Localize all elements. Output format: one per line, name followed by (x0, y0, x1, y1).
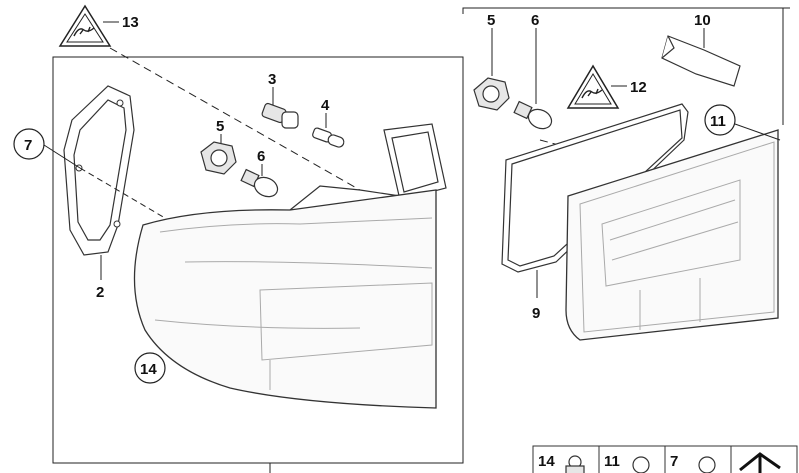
callout-9: 9 (532, 305, 540, 322)
dashed-link-7a (79, 167, 166, 219)
callout-6b: 6 (531, 12, 539, 29)
callout-4: 4 (321, 97, 330, 114)
left-frame (52, 56, 464, 464)
bulb-part-right (513, 100, 553, 130)
thumb-11-box (598, 445, 666, 473)
right-frame (462, 7, 784, 125)
callout-14a: 14 (140, 361, 157, 378)
callout-10: 10 (694, 12, 711, 29)
lamp-socket-part (200, 141, 237, 175)
bulb-socket-part (261, 102, 299, 129)
callout-2: 2 (96, 284, 104, 301)
callout-5a: 5 (216, 118, 224, 135)
footer-callout-11: 11 (604, 453, 620, 470)
footer-callout-7: 7 (670, 453, 678, 470)
leader-7a (43, 144, 81, 169)
gasket-part (63, 85, 135, 256)
thumb-arrow-box (730, 445, 798, 473)
callout-7a: 7 (24, 137, 32, 154)
callout-circle-11a (704, 104, 736, 136)
connector-clip-part (661, 35, 741, 87)
callout-circle-14a (134, 352, 166, 384)
dashed-link-13 (109, 47, 361, 191)
callout-6a: 6 (257, 148, 265, 165)
arrow-icon (739, 452, 781, 473)
lamp-bracket-part (288, 123, 447, 211)
bulb-part (240, 168, 279, 198)
footer-callout-14: 14 (538, 453, 555, 470)
leader-11a (734, 123, 781, 141)
callout-13: 13 (122, 14, 139, 31)
callout-12: 12 (630, 79, 647, 96)
warning-triangle-icon (58, 4, 112, 47)
callout-3: 3 (268, 71, 276, 88)
inner-tail-lamp-part (565, 129, 779, 341)
small-bulb-part (312, 127, 345, 148)
warning-triangle-icon-right (566, 64, 620, 109)
thumb-7-box (664, 445, 732, 473)
callout-5b: 5 (487, 12, 495, 29)
outer-tail-lamp-part (133, 189, 437, 409)
callout-11a: 11 (710, 113, 726, 130)
footer-thumbnails (532, 445, 798, 473)
callout-circle-7a (13, 128, 45, 160)
lamp-socket-part-right (473, 77, 510, 111)
